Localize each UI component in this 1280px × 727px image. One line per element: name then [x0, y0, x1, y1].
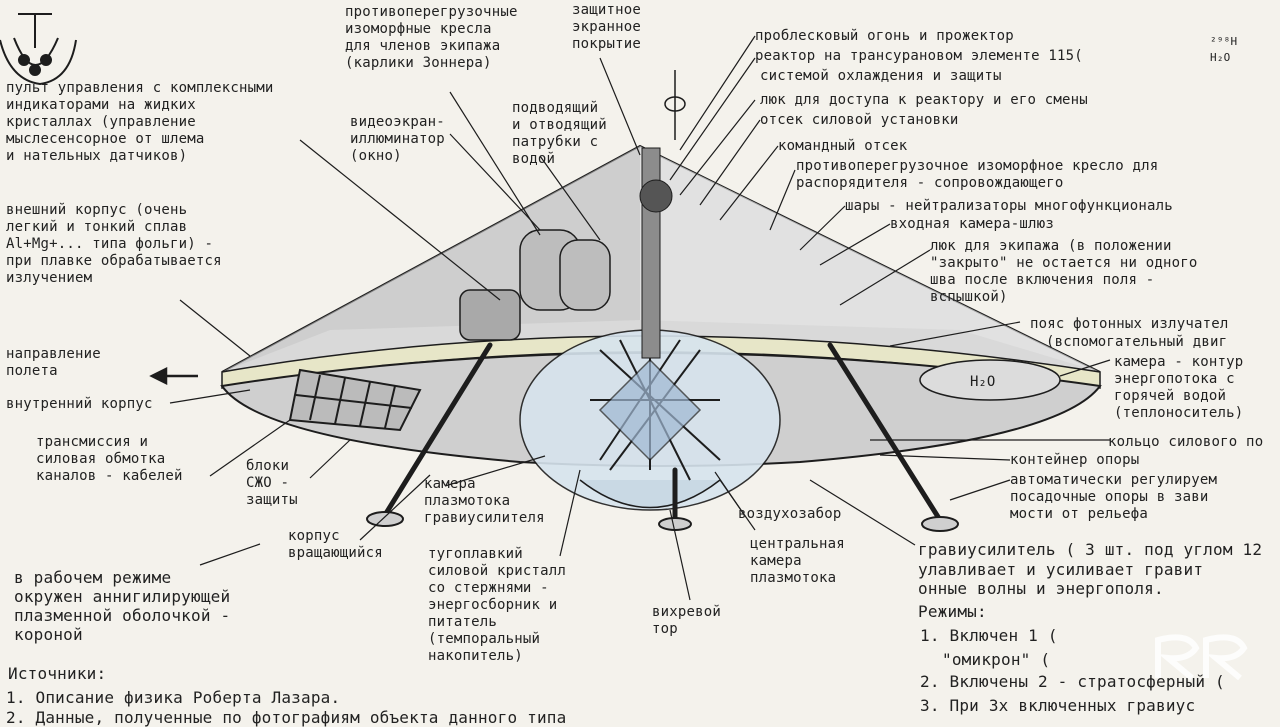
water-chamber: H₂O [919, 359, 1061, 401]
label-commander-seat: противоперегрузочное изоморфное кресло д… [796, 158, 1159, 191]
label-rotating-hull: корпус вращающийся [288, 528, 383, 561]
label-graviamp-2: улавливает и усиливает гравит онные волн… [918, 560, 1204, 598]
label-video-screen: видеоэкран- иллюминатор (окно) [350, 114, 445, 164]
label-graviamp: гравиусилитель ( 3 шт. под углом 12 [918, 540, 1263, 559]
crew-seats [459, 229, 611, 341]
label-photon-belt: пояс фотонных излучател [1030, 316, 1229, 332]
label-airlock: входная камера-шлюз [890, 216, 1054, 232]
reactor-column [641, 147, 661, 359]
transmission-grid [288, 368, 422, 432]
emblem-symbol [0, 13, 77, 86]
label-reactor-formula-top: ²⁹⁸H [1210, 35, 1238, 48]
leader-lines [169, 35, 1111, 601]
label-control-panel: пульт управления с комплексными индикато… [6, 80, 274, 164]
label-water-pipes: подводящий и отводящий патрубки с водой [512, 100, 607, 167]
label-air-intake: воздухозабор [738, 506, 842, 522]
label-sources-title: Источники: [8, 664, 107, 683]
label-mode-1: 1. Включен 1 ( [920, 626, 1058, 645]
label-energy-contour: камера - контур энергопотока с горячей в… [1114, 354, 1244, 421]
label-inner-hull: внутренний корпус [6, 396, 153, 412]
label-transmission: трансмиссия и силовая обмотка каналов - … [36, 434, 183, 484]
label-source-1: 1. Описание физика Роберта Лазара. [6, 688, 341, 707]
label-power-bay: отсек силовой установки [760, 112, 959, 128]
label-reactor-system: системой охлаждения и защиты [760, 68, 1002, 84]
label-power-ring: кольцо силового по [1108, 434, 1264, 450]
flight-direction-arrow-icon [149, 366, 198, 386]
watermark-logo [1155, 634, 1248, 681]
label-vortex-torus: вихревой тор [652, 604, 722, 637]
label-aux-engine: (вспомогательный двиг [1046, 334, 1228, 350]
label-working-mode: в рабочем режиме окружен аннигилирующей … [14, 568, 231, 644]
label-sjo-blocks: блоки СЖО - защиты [246, 458, 298, 508]
label-mode-3: 3. При 3х включенных гравиус [920, 696, 1196, 715]
label-mode-1b: "омикрон" ( [942, 650, 1051, 669]
landing-pads [366, 511, 959, 532]
label-flight-direction: направление полета [6, 346, 101, 379]
label-reactor-formula-bottom: H₂O [1210, 51, 1231, 64]
lower-bulge [579, 479, 721, 509]
label-beacon: проблесковый огонь и прожектор [755, 28, 1014, 44]
label-crystal: тугоплавкий силовой кристалл со стержням… [428, 546, 567, 664]
label-reactor-hatch: люк для доступа к реактору и его смены [760, 92, 1088, 108]
landing-legs [382, 342, 943, 523]
label-plasma-chamber: камера плазмотока гравиусилителя [424, 476, 545, 526]
label-modes-title: Режимы: [918, 602, 987, 621]
label-reactor: реактор на трансурановом элементе 115( [755, 48, 1083, 64]
hull-shade-right [640, 146, 1100, 372]
label-protective-screen: защитное экранное покрытие [572, 2, 642, 52]
label-mode-2: 2. Включены 2 - стратосферный ( [920, 672, 1225, 691]
label-crew-hatch: люк для экипажа (в положении "закрыто" н… [930, 238, 1198, 305]
label-outer-hull: внешний корпус (очень легкий и тонкий сп… [6, 202, 222, 286]
label-command-bay: командный отсек [778, 138, 908, 154]
water-mark-label: H₂O [970, 374, 995, 390]
hull-shade-left [222, 146, 640, 372]
label-auto-supports: автоматически регулируем посадочные опор… [1010, 472, 1218, 522]
reactor-core [639, 179, 673, 213]
label-neutralizer-balls: шары - нейтрализаторы многофункциональ [845, 198, 1173, 214]
crystal-diamond [598, 358, 702, 462]
rotation-arrow-icon [664, 70, 686, 140]
label-source-2: 2. Данные, полученные по фотографиям объ… [6, 708, 567, 727]
saucer-body: H₂O [149, 70, 1102, 532]
label-support-container: контейнер опоры [1010, 452, 1140, 468]
label-crew-seats: противоперегрузочные изоморфные кресла д… [345, 4, 518, 71]
label-central-chamber: центральная камера плазмотока [750, 536, 845, 586]
